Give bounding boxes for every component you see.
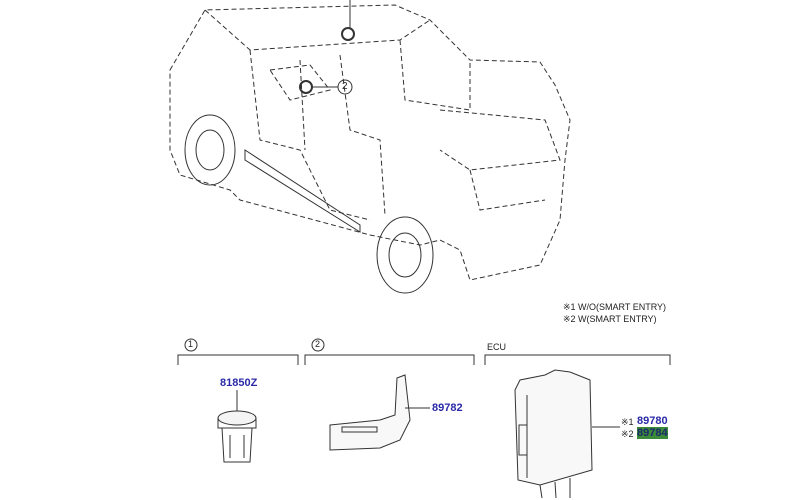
part-89782-drawing — [329, 374, 430, 451]
part-link-89780[interactable]: 89780 — [637, 415, 668, 427]
ecu-drawing — [514, 369, 620, 499]
bracket-group-ecu — [484, 354, 671, 365]
note-2: ※2 W(SMART ENTRY) — [563, 314, 657, 324]
callout-label-2: 2 — [342, 81, 348, 92]
bracket-group-1 — [177, 354, 299, 365]
group-2-label: 2 — [315, 339, 321, 349]
part-link-89782[interactable]: 89782 — [432, 402, 463, 414]
group-1-circle — [184, 338, 198, 352]
group-2-circle — [311, 338, 325, 352]
group-ecu-label: ECU — [487, 342, 507, 352]
part-link-89784[interactable]: 89784 — [637, 427, 668, 439]
wheels — [184, 114, 434, 294]
truck-illustration — [169, 4, 571, 281]
part-81850z-drawing — [217, 390, 257, 463]
ecu-prefix-2: ※2 — [621, 429, 634, 439]
group-1-label: 1 — [188, 339, 194, 349]
step-board — [244, 149, 361, 233]
part-link-81850z[interactable]: 81850Z — [220, 377, 258, 389]
callout-point-1 — [341, 27, 355, 41]
note-1: ※1 W/O(SMART ENTRY) — [563, 302, 667, 312]
ecu-prefix-1: ※1 — [621, 417, 634, 427]
bracket-group-2 — [304, 354, 475, 365]
